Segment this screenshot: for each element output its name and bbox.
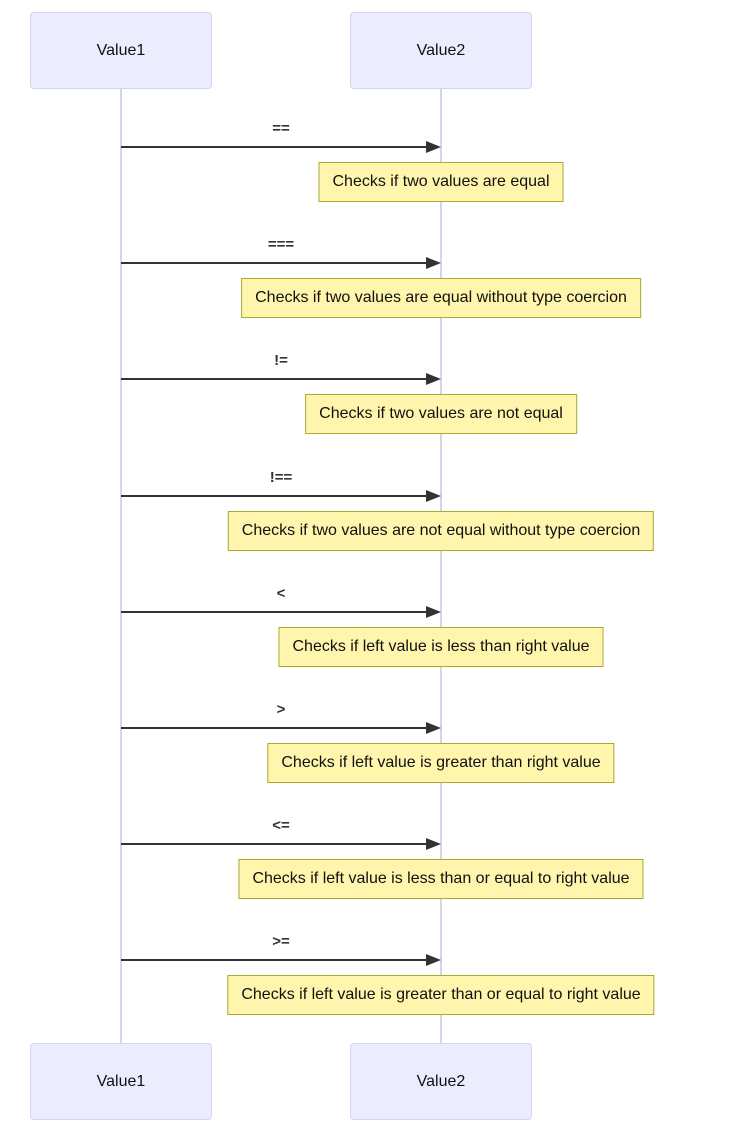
- note: Checks if two values are equal: [318, 162, 564, 202]
- actor-box-value2-bottom: Value2: [350, 1043, 532, 1120]
- message-arrowhead-icon: [426, 373, 441, 385]
- lifeline-value1: [120, 89, 122, 1043]
- message-operator-label: <=: [272, 817, 290, 834]
- message-operator-label: ==: [272, 120, 290, 137]
- message-arrowhead-icon: [426, 141, 441, 153]
- message-arrow-line: [121, 843, 430, 845]
- lifeline-value2: [440, 89, 442, 1043]
- message-arrowhead-icon: [426, 606, 441, 618]
- message-arrow-line: [121, 959, 430, 961]
- note: Checks if two values are not equal: [305, 394, 577, 434]
- message-arrow-line: [121, 495, 430, 497]
- message-arrow-line: [121, 146, 430, 148]
- actor-box-value2-top: Value2: [350, 12, 532, 89]
- note: Checks if left value is greater than or …: [227, 975, 655, 1015]
- note: Checks if two values are equal without t…: [241, 278, 641, 318]
- message-operator-label: ===: [267, 236, 295, 253]
- message-arrow-line: [121, 611, 430, 613]
- message-arrowhead-icon: [426, 722, 441, 734]
- note: Checks if left value is less than or equ…: [238, 859, 644, 899]
- note: Checks if left value is less than right …: [278, 627, 604, 667]
- message-arrow-line: [121, 262, 430, 264]
- message-arrow-line: [121, 378, 430, 380]
- message-operator-label: <: [276, 585, 286, 602]
- actor-box-value1-bottom: Value1: [30, 1043, 212, 1120]
- message-operator-label: !==: [269, 469, 293, 486]
- note: Checks if two values are not equal witho…: [227, 511, 655, 551]
- message-arrow-line: [121, 727, 430, 729]
- message-arrowhead-icon: [426, 954, 441, 966]
- actor-box-value1-top: Value1: [30, 12, 212, 89]
- message-operator-label: >: [276, 701, 286, 718]
- message-operator-label: !=: [274, 352, 288, 369]
- message-arrowhead-icon: [426, 257, 441, 269]
- note: Checks if left value is greater than rig…: [267, 743, 615, 783]
- message-operator-label: >=: [272, 933, 290, 950]
- message-arrowhead-icon: [426, 490, 441, 502]
- message-arrowhead-icon: [426, 838, 441, 850]
